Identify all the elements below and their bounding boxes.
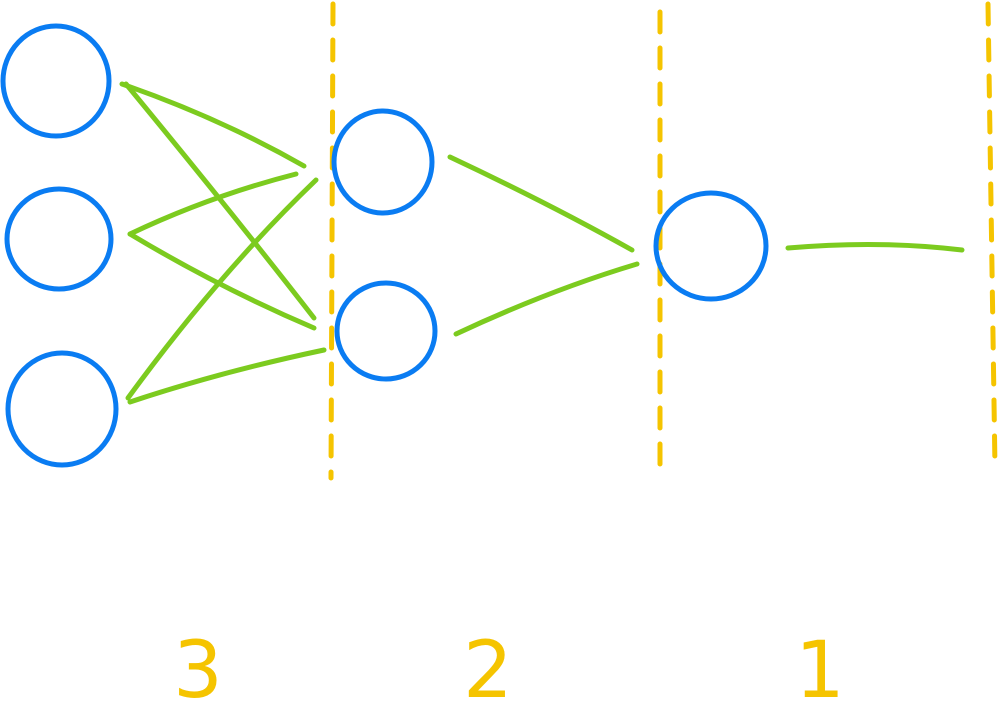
layer-label-3: 3 (173, 626, 223, 707)
edge-l3n1-l2n2 (123, 81, 317, 321)
node-layer3-3 (5, 350, 119, 468)
edge-l3n1-l2n1 (119, 81, 307, 169)
node-layer2-1 (331, 108, 435, 216)
edge-l2n1-l1n1 (447, 154, 635, 253)
layer-labels: 3 2 1 (173, 626, 845, 707)
layer-label-1: 1 (795, 626, 845, 707)
divider-3 (985, 1, 998, 471)
nodes (0, 23, 769, 468)
node-layer1-1 (653, 190, 769, 302)
node-layer3-2 (4, 186, 114, 292)
node-layer2-2 (334, 280, 438, 382)
edge-l2n2-l1n1 (453, 261, 640, 337)
output-edge (785, 241, 965, 253)
layer-label-2: 2 (463, 626, 513, 707)
layer-dividers (328, 1, 998, 481)
edge-l3n3-l2n2 (127, 347, 327, 405)
edge-l3n2-l2n2 (127, 231, 317, 331)
divider-1 (328, 1, 336, 481)
edge-l3n2-l2n1 (127, 171, 299, 237)
edge-l3n3-l2n1 (125, 177, 319, 401)
connections (119, 81, 965, 405)
node-layer3-1 (0, 23, 112, 139)
